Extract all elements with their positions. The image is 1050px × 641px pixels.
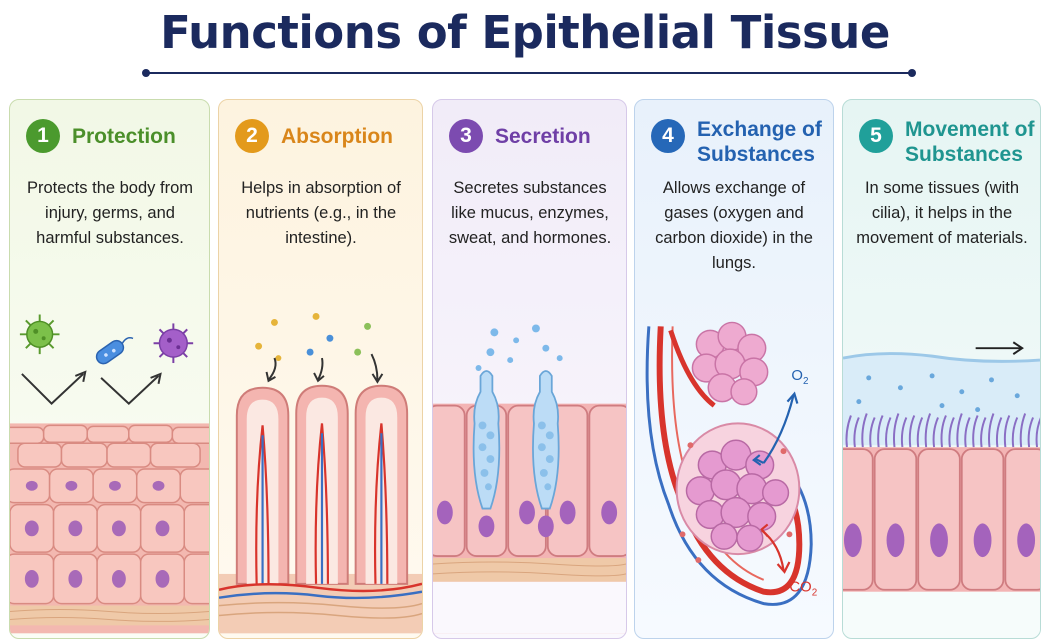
particle: [856, 373, 1020, 413]
cilia-movement-illustration: [843, 341, 1040, 634]
title-divider: [142, 69, 916, 77]
goblet-cell: [532, 370, 560, 510]
goblet-cell: [472, 370, 501, 510]
panel-header: 5 Movement of Substances: [843, 114, 1040, 168]
gas-exchange-illustration: O2 CO2: [645, 321, 817, 606]
arrow-down-icon: [265, 353, 384, 384]
panel-description: Protects the body from injury, germs, an…: [27, 179, 193, 247]
carbon-dioxide-label: CO2: [789, 580, 817, 599]
nutrient-particle: [255, 312, 372, 362]
bacteria-icon: [95, 337, 134, 365]
panel-description: Allows exchange of gases (oxygen and car…: [655, 179, 813, 272]
panel-movement-of-substances: 5 Movement of Substances In some tissues…: [842, 99, 1041, 639]
panel-header: 3 Secretion: [433, 114, 626, 168]
step-number-badge: 2: [235, 119, 269, 153]
panel-title: Movement of Substances: [905, 118, 1035, 166]
secretion-illustration: [433, 324, 626, 634]
protection-illustration: [10, 314, 209, 634]
page-title: Functions of Epithelial Tissue: [160, 6, 890, 59]
oxygen-label: O2: [791, 368, 808, 387]
absorption-illustration: [219, 312, 422, 634]
panel-protection: 1 Protection Protects the body from inju…: [9, 99, 210, 639]
panel-description: Helps in absorption of nutrients (e.g., …: [241, 179, 401, 247]
deflect-arrow-icon: [100, 372, 162, 405]
panel-absorption: 2 Absorption Helps in absorption of nutr…: [218, 99, 423, 639]
panel-title: Protection: [72, 125, 176, 148]
alveolus: [685, 439, 790, 552]
panel-exchange-of-substances: 4 Exchange of Substances Allows exchange…: [634, 99, 834, 639]
panel-description: Secretes substances like mucus, enzymes,…: [448, 179, 612, 247]
panel-header: 1 Protection: [10, 114, 209, 168]
virus-icon: [153, 323, 194, 364]
panel-title: Secretion: [495, 125, 591, 148]
panel-title: Absorption: [281, 125, 393, 148]
secretion-droplet: [475, 324, 563, 371]
step-number-badge: 5: [859, 119, 893, 153]
panel-header: 4 Exchange of Substances: [635, 114, 833, 168]
step-number-badge: 1: [26, 119, 60, 153]
arrow-right-icon: [975, 341, 1024, 355]
cilia: [845, 413, 1040, 448]
step-number-badge: 4: [651, 119, 685, 153]
alveolus: [691, 321, 769, 406]
step-number-badge: 3: [449, 119, 483, 153]
panel-title: Exchange of Substances: [697, 118, 822, 166]
panel-header: 2 Absorption: [219, 114, 422, 168]
virus-icon: [19, 314, 60, 355]
deflect-arrow-icon: [21, 370, 87, 405]
panel-description: In some tissues (with cilia), it helps i…: [856, 179, 1028, 247]
panel-secretion: 3 Secretion Secretes substances like muc…: [432, 99, 627, 639]
